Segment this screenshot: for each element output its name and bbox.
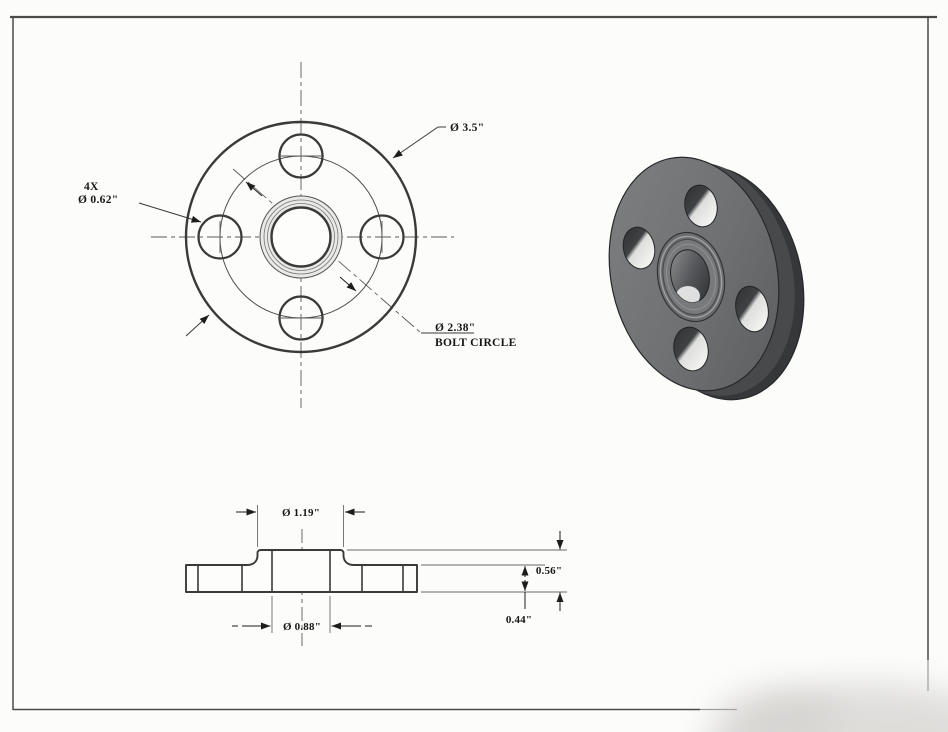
iso-view — [608, 156, 805, 401]
outer-dia-leader — [185, 126, 446, 337]
bore-circle — [270, 206, 332, 268]
bolt-circle-text-callout: BOLT CIRCLE — [435, 337, 517, 349]
iso-bolt-hole-right — [735, 285, 769, 333]
scan-artifact — [708, 683, 948, 732]
sheet-border — [10, 15, 937, 711]
hole-dia-callout: Ø 0.62" — [78, 194, 118, 206]
hub-dia-dim: Ø 1.19" — [282, 507, 320, 519]
section-outline — [185, 549, 418, 593]
extension-lines — [257, 505, 567, 633]
chamfer-circle-outer — [263, 199, 339, 275]
plate-thickness-dim: 0.44" — [506, 614, 532, 626]
iso-bolt-hole-left — [622, 226, 656, 270]
outer-circle — [184, 120, 418, 354]
iso-bolt-holes — [622, 184, 769, 372]
hole-center-ticks — [219, 155, 383, 319]
bolt-circle-dia-callout: Ø 2.38" — [435, 322, 475, 334]
bolt-hole-left — [197, 214, 243, 260]
front-view: Ø 3.5" 4X Ø 0.62" Ø 2.38" BOLT CIRCLE — [78, 62, 517, 408]
iso-bolt-hole-bottom — [673, 326, 709, 372]
outer-dia-callout: Ø 3.5" — [450, 122, 484, 134]
iso-bolt-hole-top — [684, 184, 718, 228]
bore-opening — [271, 207, 331, 267]
hub-circle — [259, 195, 343, 279]
section-edges — [197, 550, 404, 592]
bore-dia-dim: Ø 0.88" — [283, 621, 321, 633]
total-thickness-dim: 0.56" — [536, 565, 562, 577]
bolt-hole-right — [359, 214, 405, 260]
bolt-hole-leader — [138, 202, 202, 223]
hole-count-callout: 4X — [84, 181, 99, 193]
bolt-circle-dimension-arrows — [245, 181, 357, 292]
chamfer-circle-inner — [267, 203, 335, 271]
iso-hub — [656, 231, 726, 323]
section-view: Ø 1.19" Ø 0.88" 0.56" 0.44" — [185, 505, 567, 646]
dimension-lines — [232, 508, 564, 630]
